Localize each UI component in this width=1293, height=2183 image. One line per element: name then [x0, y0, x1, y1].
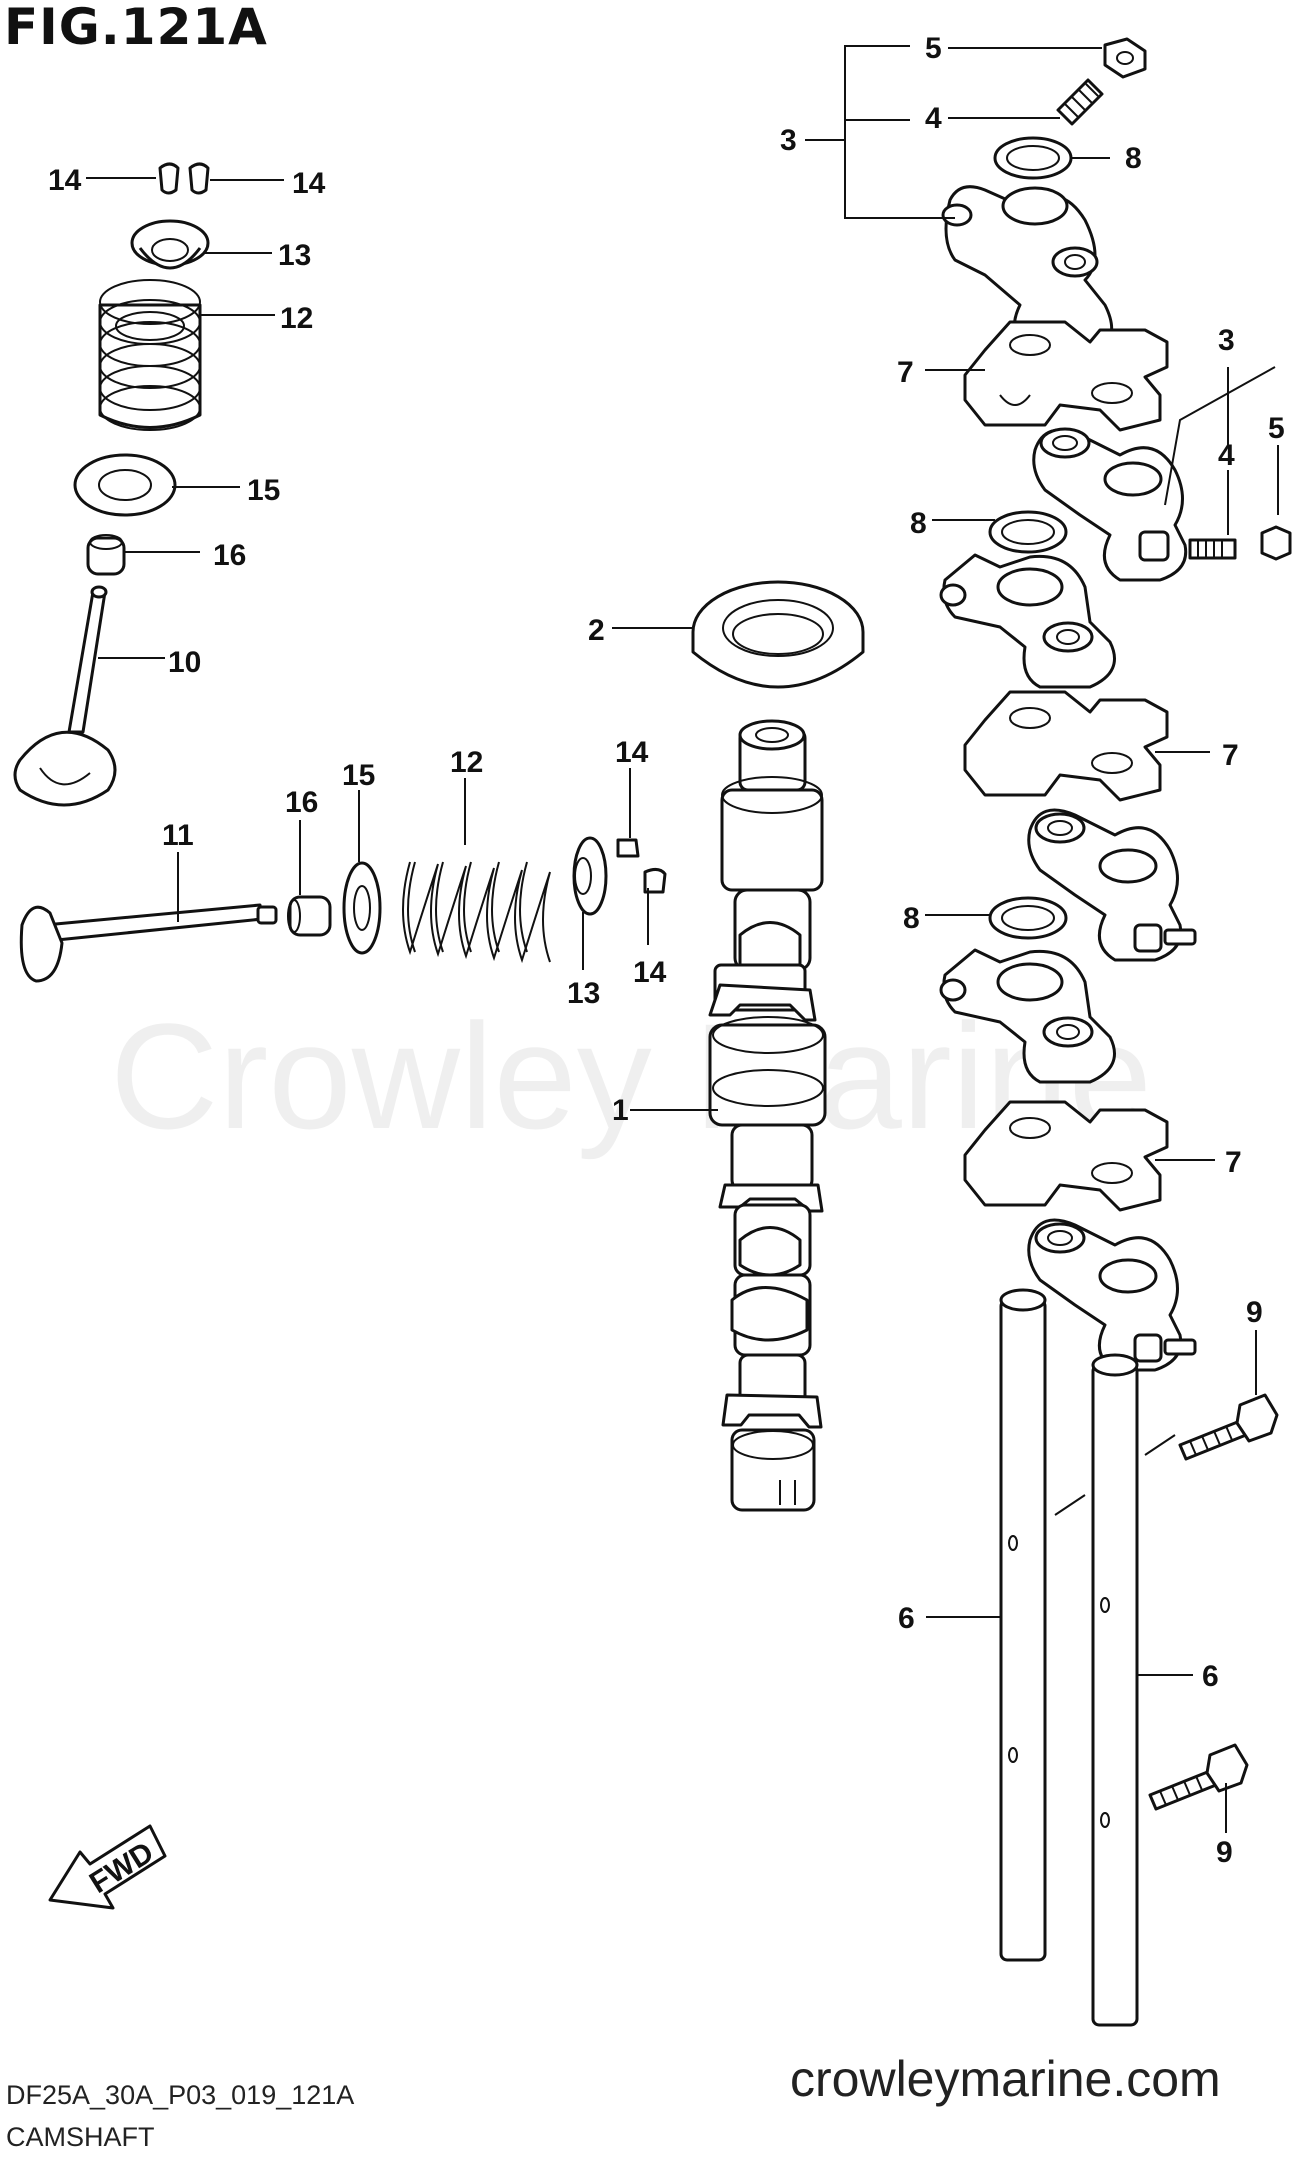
rocker-arm-5 — [939, 948, 1116, 1084]
rocker-arm-3 — [939, 553, 1116, 689]
website-label[interactable]: crowleymarine.com — [790, 2051, 1221, 2107]
stem-seal-upper — [86, 534, 126, 576]
callout-6: 6 — [898, 1602, 915, 1635]
rocker-bracket-2 — [963, 690, 1169, 802]
callout-14: 14 — [615, 736, 649, 769]
callout-4: 4 — [925, 102, 942, 135]
callout-4: 4 — [1218, 439, 1235, 472]
adjusting-nut-top — [1103, 37, 1147, 79]
callout-5: 5 — [925, 32, 942, 65]
exhaust-valve-vertical — [13, 585, 117, 807]
callout-9: 9 — [1216, 1836, 1233, 1869]
valve-spring-upper — [98, 279, 202, 431]
callout-2: 2 — [588, 614, 605, 647]
stem-seal-horizontal — [287, 895, 332, 937]
fwd-arrow-icon: FWD — [48, 1824, 167, 1910]
callout-13: 13 — [278, 239, 311, 272]
figure-code: DF25A_30A_P03_019_121A — [6, 2080, 355, 2110]
valve-cotter-upper — [158, 162, 210, 195]
oil-seal — [691, 580, 865, 689]
callout-7: 7 — [897, 356, 914, 389]
rocker-arm-1 — [941, 185, 1114, 357]
intake-valve-horizontal — [19, 903, 278, 983]
callout-10: 10 — [168, 646, 201, 679]
callout-16: 16 — [213, 539, 246, 572]
adjusting-screw-2 — [1188, 538, 1237, 560]
leader-lines — [86, 45, 1279, 1833]
callout-6: 6 — [1202, 1660, 1219, 1693]
callout-12: 12 — [450, 746, 483, 779]
callout-14: 14 — [48, 164, 82, 197]
spring-retainer-upper — [130, 219, 210, 270]
watermark: Crowley Marine — [110, 992, 1152, 1160]
shim-ring-3 — [988, 896, 1068, 940]
rocker-arm-6 — [1027, 1218, 1197, 1372]
callout-8: 8 — [903, 902, 920, 935]
callout-9: 9 — [1246, 1296, 1263, 1329]
camshaft — [708, 719, 827, 1512]
callout-16: 16 — [285, 786, 318, 819]
shaft-bolt-lower — [1148, 1743, 1249, 1811]
shaft-alignment-line — [1054, 1434, 1176, 1516]
callout-12: 12 — [280, 302, 313, 335]
shim-ring-top — [993, 136, 1073, 180]
callout-7: 7 — [1225, 1146, 1242, 1179]
callout-3: 3 — [1218, 324, 1235, 357]
callout-8: 8 — [910, 507, 927, 540]
valve-cotter-horizontal — [616, 838, 667, 894]
callout-3: 3 — [780, 124, 797, 157]
spring-seat-horizontal — [342, 861, 382, 955]
rocker-arm-4 — [1027, 808, 1197, 962]
callout-5: 5 — [1268, 412, 1285, 445]
callout-1: 1 — [612, 1094, 629, 1127]
callout-15: 15 — [247, 474, 280, 507]
adjusting-screw-top — [1056, 78, 1104, 126]
figure-title: FIG.121A — [4, 0, 268, 56]
spring-seat-upper — [73, 453, 177, 517]
rocker-shaft-2 — [1091, 1353, 1139, 2027]
figure-name: CAMSHAFT — [6, 2122, 155, 2152]
callout-14: 14 — [292, 167, 326, 200]
callout-13: 13 — [567, 977, 600, 1010]
valve-spring-horizontal — [402, 861, 551, 964]
shaft-bolt-upper — [1178, 1393, 1279, 1461]
callout-11: 11 — [162, 819, 194, 852]
callout-numbers: 14 14 13 12 15 16 10 11 16 15 12 14 13 1… — [48, 32, 1285, 1869]
shim-ring-2 — [988, 510, 1068, 554]
rocker-arm-2 — [1032, 427, 1188, 582]
adjusting-nut-2 — [1260, 525, 1292, 561]
spring-retainer-horizontal — [572, 836, 608, 916]
callout-7: 7 — [1222, 739, 1239, 772]
rocker-bracket-1 — [963, 320, 1169, 432]
rocker-shaft-1 — [999, 1288, 1047, 1962]
callout-8: 8 — [1125, 142, 1142, 175]
rocker-bracket-3 — [963, 1100, 1169, 1212]
callout-15: 15 — [342, 759, 375, 792]
callout-14: 14 — [633, 956, 667, 989]
